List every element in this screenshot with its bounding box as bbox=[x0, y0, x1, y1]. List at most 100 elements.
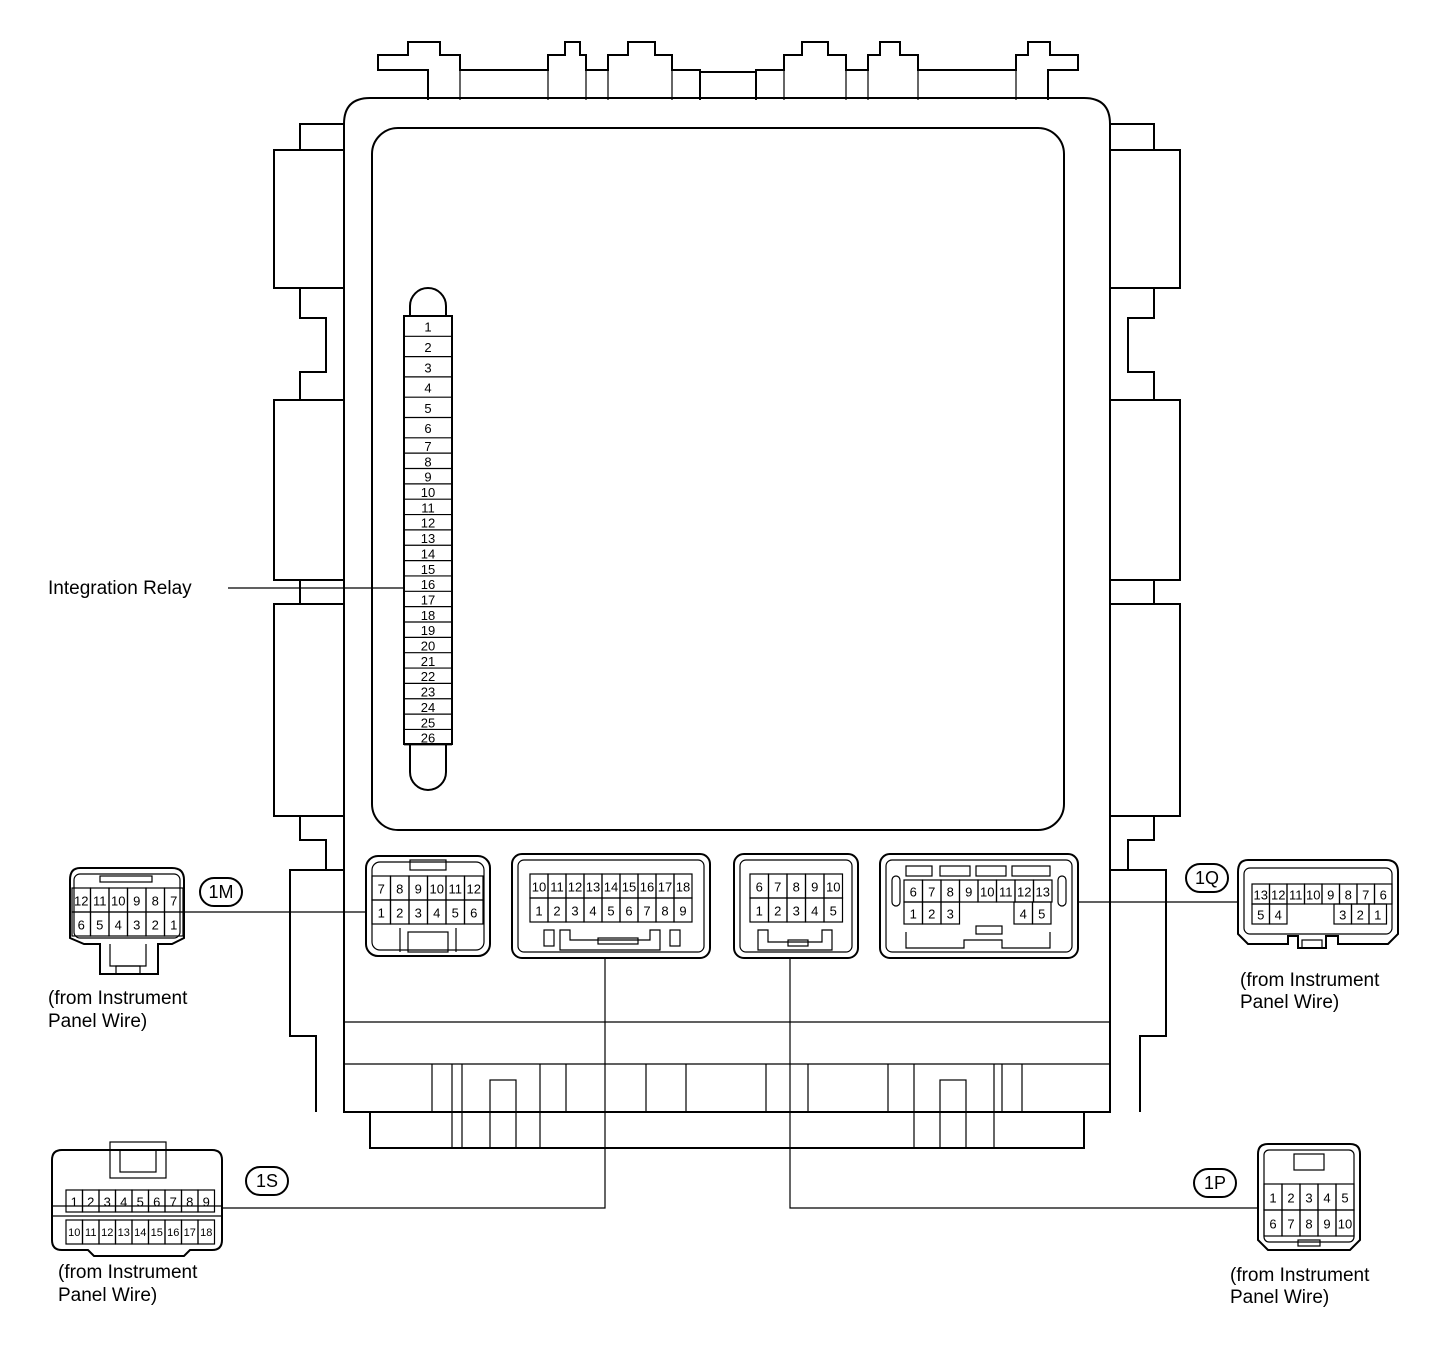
wire-note-1P-line2: Panel Wire) bbox=[1230, 1287, 1329, 1308]
socket-1P-pin: 4 bbox=[811, 904, 818, 919]
leader-1P bbox=[789, 958, 1258, 1209]
connector-1S-pin: 7 bbox=[170, 1195, 177, 1210]
relay-pin: 3 bbox=[424, 360, 431, 375]
socket-1Q-pin: 3 bbox=[947, 907, 954, 922]
socket-1Q-pin: 10 bbox=[980, 885, 994, 900]
socket-1S-pin: 15 bbox=[622, 880, 636, 895]
connector-1M-pin: 2 bbox=[152, 918, 159, 933]
connector-1S-pin: 12 bbox=[101, 1227, 113, 1239]
pin-cell bbox=[1368, 903, 1388, 925]
connector-1M-pin: 8 bbox=[152, 894, 159, 909]
socket-1P-pin: 5 bbox=[830, 904, 837, 919]
socket-1P-pin: 10 bbox=[826, 880, 840, 895]
connector-1Q-pin: 4 bbox=[1275, 908, 1282, 923]
connector-1Q-pin: 8 bbox=[1345, 888, 1352, 903]
connector-1Q-pin: 5 bbox=[1257, 908, 1264, 923]
socket-1S-pin: 9 bbox=[679, 904, 686, 919]
connector-1M-pin: 4 bbox=[115, 918, 122, 933]
integration-relay-label-group: Integration Relay bbox=[48, 578, 404, 599]
socket-1S-pin: 16 bbox=[640, 880, 654, 895]
socket-1M-pin: 4 bbox=[433, 906, 440, 921]
connector-1S-pin: 4 bbox=[120, 1195, 127, 1210]
relay-pin: 13 bbox=[421, 531, 435, 546]
connector-1Q-pin: 13 bbox=[1254, 888, 1268, 903]
relay-pin: 10 bbox=[421, 485, 435, 500]
socket-1Q-pin: 12 bbox=[1017, 885, 1031, 900]
socket-1S-pin: 7 bbox=[643, 904, 650, 919]
connector-1M-pin: 10 bbox=[111, 894, 125, 909]
socket-1S-pin: 18 bbox=[676, 880, 690, 895]
pin-cell bbox=[1031, 901, 1052, 925]
socket-1P-pin: 2 bbox=[774, 904, 781, 919]
relay-pin: 24 bbox=[421, 700, 435, 715]
connector-1M-pin: 9 bbox=[133, 894, 140, 909]
pin-cell bbox=[163, 911, 184, 937]
relay-pin: 8 bbox=[424, 454, 431, 469]
connector-1P-pin: 3 bbox=[1305, 1191, 1312, 1206]
wire-note-1Q-line2: Panel Wire) bbox=[1240, 992, 1339, 1013]
connector-1S-pin: 2 bbox=[87, 1195, 94, 1210]
connector-1Q-pin: 12 bbox=[1271, 888, 1285, 903]
relay-pin: 2 bbox=[424, 340, 431, 355]
socket-1S-pin: 13 bbox=[586, 880, 600, 895]
relay-pin: 20 bbox=[421, 639, 435, 654]
wire-note-1S-line2: Panel Wire) bbox=[58, 1285, 157, 1306]
socket-1P-pin: 7 bbox=[774, 880, 781, 895]
connector-1S-pin: 17 bbox=[184, 1227, 196, 1239]
wire-note-1Q-line1: (from Instrument bbox=[1240, 970, 1380, 991]
relay-pin: 17 bbox=[421, 592, 435, 607]
relay-pin: 23 bbox=[421, 685, 435, 700]
connector-1P-pin: 4 bbox=[1323, 1191, 1330, 1206]
connector-1Q-pin: 7 bbox=[1362, 888, 1369, 903]
connector-1S-pin: 18 bbox=[200, 1227, 212, 1239]
pin-cell bbox=[940, 901, 961, 925]
socket-1P-pin: 6 bbox=[756, 880, 763, 895]
connector-1Q-pin: 1 bbox=[1374, 908, 1381, 923]
socket-1S-pin: 5 bbox=[607, 904, 614, 919]
socket-1M-pin: 6 bbox=[470, 906, 477, 921]
socket-1Q-pin: 13 bbox=[1036, 885, 1050, 900]
relay-pin: 5 bbox=[424, 401, 431, 416]
connector-1M-pin: 7 bbox=[170, 894, 177, 909]
socket-1M-pin: 1 bbox=[378, 906, 385, 921]
pin-cell bbox=[463, 899, 484, 925]
wire-note-1S-line1: (from Instrument bbox=[58, 1262, 198, 1283]
pin-cell bbox=[823, 897, 844, 923]
connector-1S-pin: 13 bbox=[118, 1227, 130, 1239]
connector-1S-pin: 14 bbox=[134, 1227, 146, 1239]
wire-note-1M-line1: (from Instrument bbox=[48, 988, 188, 1009]
socket-1Q-pin: 9 bbox=[965, 885, 972, 900]
connector-1S-pin: 15 bbox=[151, 1227, 163, 1239]
relay-pin: 9 bbox=[424, 470, 431, 485]
pin-cell bbox=[1335, 1209, 1355, 1237]
relay-pin: 19 bbox=[421, 623, 435, 638]
socket-1S-pin: 1 bbox=[535, 904, 542, 919]
wire-note-1M-line2: Panel Wire) bbox=[48, 1011, 147, 1032]
socket-1S-pin: 11 bbox=[550, 880, 564, 895]
connector-1P-pin: 8 bbox=[1305, 1217, 1312, 1232]
socket-1M-pin: 3 bbox=[415, 906, 422, 921]
connector-1S-pin: 5 bbox=[137, 1195, 144, 1210]
junction-block bbox=[273, 41, 1181, 1149]
socket-1Q-pin: 2 bbox=[928, 907, 935, 922]
socket-1S-pin: 14 bbox=[604, 880, 618, 895]
socket-1S-pin: 10 bbox=[532, 880, 546, 895]
connector-1Q-pin: 2 bbox=[1357, 908, 1364, 923]
relay-pin: 25 bbox=[421, 715, 435, 730]
connector-1S-pin: 1 bbox=[71, 1195, 78, 1210]
connector-1P-pin: 2 bbox=[1287, 1191, 1294, 1206]
socket-1Q-pin: 7 bbox=[928, 885, 935, 900]
socket-1P-pin: 1 bbox=[756, 904, 763, 919]
relay-pin: 14 bbox=[421, 546, 435, 561]
connector-1M-pin: 3 bbox=[133, 918, 140, 933]
connector-1Q-pin: 11 bbox=[1289, 888, 1303, 903]
socket-1M-pin: 8 bbox=[396, 882, 403, 897]
connector-1S-pin: 3 bbox=[104, 1195, 111, 1210]
connector-1P-pin: 10 bbox=[1338, 1217, 1352, 1232]
relay-pin: 15 bbox=[421, 562, 435, 577]
socket-1Q-pin: 4 bbox=[1020, 907, 1027, 922]
